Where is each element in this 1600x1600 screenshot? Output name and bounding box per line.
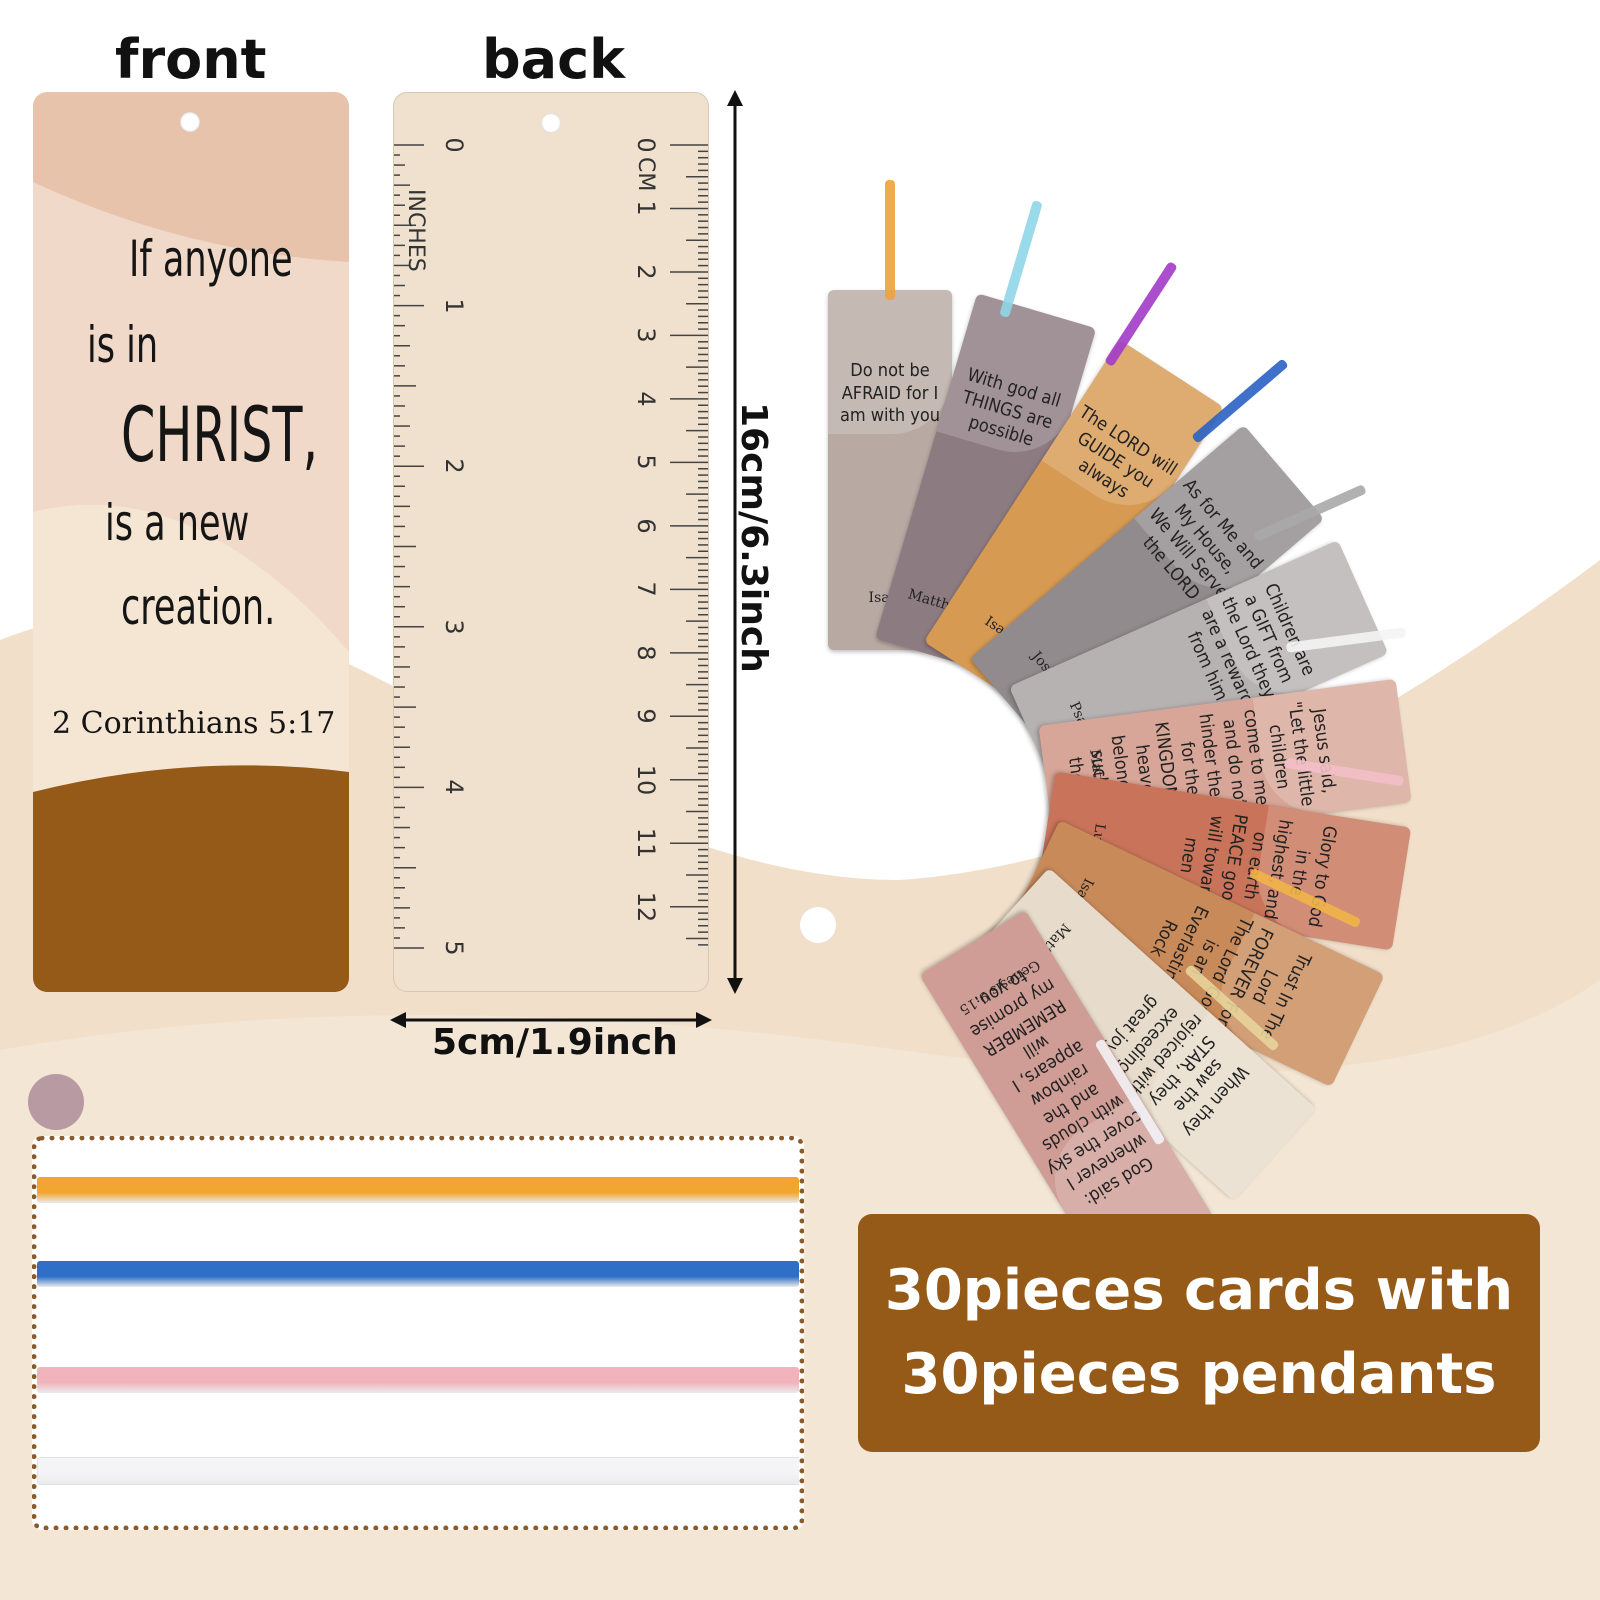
inch-number: 3 <box>440 619 468 635</box>
front-reference: 2 Corinthians 5:17 <box>52 706 336 741</box>
cm-label: CM <box>633 157 658 192</box>
front-card-art <box>33 92 349 992</box>
inches-label: INCHES <box>403 189 428 272</box>
cm-number: 7 <box>632 581 660 597</box>
ribbon-samples <box>32 1136 804 1530</box>
height-dimension: 16cm/6.3inch <box>733 402 774 673</box>
cm-number: 10 <box>632 764 660 796</box>
front-line-2: is in <box>87 316 159 374</box>
cm-number: 5 <box>632 454 660 471</box>
punch-hole <box>180 112 200 132</box>
ruler-ticks <box>394 144 708 949</box>
cm-number: 8 <box>632 645 660 661</box>
inch-number: 1 <box>440 297 468 314</box>
ribbon-pink <box>37 1367 799 1393</box>
front-line-1: If anyone <box>129 230 293 288</box>
mini-card-text: Do not be AFRAID for I am with you <box>839 360 941 426</box>
height-arrow <box>727 90 743 994</box>
promo-line-2: 30pieces pendants <box>901 1342 1497 1407</box>
mini-card-wave <box>828 290 952 434</box>
inch-number: 4 <box>440 779 468 796</box>
promo-line-1: 30pieces cards with <box>884 1258 1514 1323</box>
cm-number: 12 <box>632 891 660 922</box>
cm-number: 1 <box>632 200 660 217</box>
cm-number: 3 <box>632 327 660 344</box>
inch-number: 5 <box>440 940 468 956</box>
front-heading: front <box>115 28 267 91</box>
ribbon-blue <box>37 1261 799 1287</box>
promo-banner: 30pieces cards with 30pieces pendants <box>858 1214 1540 1452</box>
front-line-5: creation. <box>121 578 276 636</box>
ribbon-orange <box>37 1177 799 1203</box>
decor-white-dot <box>800 907 836 943</box>
decor-dot <box>28 1074 84 1130</box>
inch-number: 2 <box>440 458 468 474</box>
width-arrow <box>390 1012 712 1028</box>
ribbon-white <box>37 1457 799 1485</box>
cm-number: 6 <box>632 518 660 534</box>
punch-hole-back <box>541 113 561 133</box>
cm-number: 2 <box>632 264 660 280</box>
width-dimension: 5cm/1.9inch <box>432 1022 678 1063</box>
front-bookmark-card: If anyone is in CHRIST, is a new creatio… <box>33 92 349 992</box>
front-line-3: CHRIST, <box>121 390 319 479</box>
ribbon-tassel <box>885 180 895 300</box>
inch-number: 0 <box>440 137 468 153</box>
cm-number: 11 <box>632 827 660 859</box>
cm-number: 4 <box>632 391 660 407</box>
front-line-4: is a new <box>105 494 250 552</box>
back-heading: back <box>482 28 626 91</box>
cm-number: 9 <box>632 708 660 724</box>
